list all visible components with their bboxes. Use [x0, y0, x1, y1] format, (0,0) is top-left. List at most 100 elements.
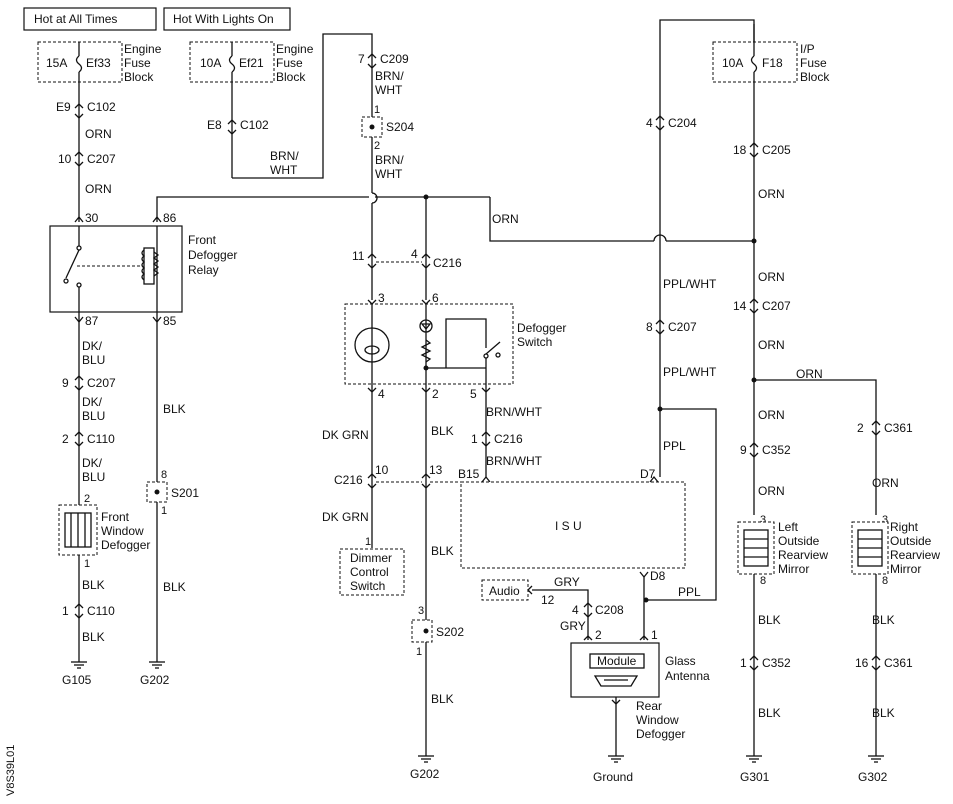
connector-d8: D8 [650, 569, 666, 583]
wire-brn-wht-2a: BRN/ [375, 69, 404, 83]
wire-orn-6: ORN [796, 367, 823, 381]
left-mirror-label-2: Outside [778, 534, 820, 548]
pin-c207-10: 10 [58, 152, 72, 166]
relay-label-1: Front [188, 233, 217, 247]
pin-relay-30: 30 [85, 211, 99, 225]
fuse-ef21-block-line1: Engine [276, 42, 314, 56]
wire-brn-wht-1b: WHT [270, 163, 298, 177]
splice-s202-dot [423, 628, 429, 634]
glass-antenna-unit [570, 642, 660, 698]
pin-c216-13: 13 [429, 463, 443, 477]
pin-defogger-2: 2 [84, 493, 90, 505]
dimmer-control-switch [339, 548, 405, 596]
connector-c361-b: C361 [884, 656, 913, 670]
wire-blk-11: BLK [872, 706, 895, 720]
wire-gry-1: GRY [554, 575, 580, 589]
fuse-f18-block-line3: Block [800, 70, 830, 84]
wire-orn-3: ORN [758, 187, 785, 201]
connector-c207-d: C207 [762, 299, 791, 313]
pin-c209-7: 7 [358, 52, 365, 66]
pin-antenna-2: 2 [595, 628, 602, 642]
pin-left-mirror-8: 8 [760, 575, 766, 587]
hot-at-all-times-label: Hot at All Times [34, 12, 117, 26]
pin-s204-1: 1 [374, 104, 380, 116]
splice-s202-label: S202 [436, 625, 464, 639]
dimmer-label-2: Control [350, 565, 389, 579]
pin-c216-10: 10 [375, 463, 389, 477]
connector-c216-b: C216 [334, 473, 363, 487]
pin-c207-9: 9 [62, 376, 69, 390]
left-mirror-label-1: Left [778, 520, 799, 534]
pin-s202-1: 1 [416, 646, 422, 658]
wire-ppl-1: PPL [663, 439, 686, 453]
defogger-switch-label-1: Defogger [517, 321, 566, 335]
fuse-f18-rating: 10A [722, 56, 743, 70]
fuse-ef21-name: Ef21 [239, 56, 264, 70]
switch-led-icon [419, 319, 433, 333]
diagram-code: V8S39L01 [5, 745, 17, 796]
wire-orn-9: ORN [872, 476, 899, 490]
hot-at-all-times-box [23, 7, 157, 31]
wire-blu-2: BLU [82, 409, 105, 423]
right-mirror-label-1: Right [890, 520, 919, 534]
pin-defogger-1: 1 [84, 558, 90, 570]
pin-relay-86: 86 [163, 211, 177, 225]
wire-dk-grn-2: DK GRN [322, 510, 369, 524]
wire-blk-1: BLK [82, 578, 105, 592]
wire-brn-wht-3a: BRN/ [375, 153, 404, 167]
pin-switch-4: 4 [378, 387, 385, 401]
ground-label: Ground [593, 770, 633, 784]
fuse-f18-icon [750, 55, 758, 73]
connector-d7: D7 [640, 467, 656, 481]
wire-blk-8: BLK [758, 613, 781, 627]
wire-orn-bus: ORN [492, 212, 519, 226]
fuse-ef21-block-line3: Block [276, 70, 306, 84]
right-mirror-label-2: Outside [890, 534, 932, 548]
wire-brn-wht-3b: WHT [375, 167, 403, 181]
ground-g202-a-label: G202 [140, 673, 170, 687]
isu-label: I S U [555, 519, 582, 533]
connector-c102-b: C102 [240, 118, 269, 132]
wire-dk-grn-1: DK GRN [322, 428, 369, 442]
pin-c207-8: 8 [646, 320, 653, 334]
wire-blk-6: BLK [431, 544, 454, 558]
wire-orn-2: ORN [85, 182, 112, 196]
connector-c205: C205 [762, 143, 791, 157]
right-mirror-label-4: Mirror [890, 562, 921, 576]
fuse-f18-block [712, 41, 798, 83]
isu-module [460, 481, 686, 569]
connector-e9-pin: E9 [56, 100, 71, 114]
fuse-ef33-rating: 15A [46, 56, 67, 70]
splice-s202-box [411, 619, 433, 643]
front-window-defogger-label-1: Front [101, 510, 130, 524]
relay-label-2: Defogger [188, 248, 237, 262]
pin-c352-9: 9 [740, 443, 747, 457]
pin-left-mirror-3: 3 [760, 514, 766, 526]
relay-label-3: Relay [188, 263, 219, 277]
fuse-ef33-name: Ef33 [86, 56, 111, 70]
relay-coil [143, 247, 155, 285]
splice-s201-label: S201 [171, 486, 199, 500]
fuse-ef33-block [37, 41, 123, 83]
ground-g302-label: G302 [858, 770, 888, 784]
audio-label: Audio [489, 584, 520, 598]
dimmer-label-1: Dimmer [350, 551, 392, 565]
rear-window-defogger-icon [593, 675, 639, 687]
pin-antenna-1: 1 [651, 628, 658, 642]
ground-g105-icon [71, 661, 87, 669]
wire-brn-wht-4: BRN/WHT [486, 405, 543, 419]
connector-c207-a: C207 [87, 152, 116, 166]
connector-c216-c: C216 [494, 432, 523, 446]
pin-c216-11: 11 [352, 249, 365, 263]
defogger-switch-label-2: Switch [517, 335, 552, 349]
pin-switch-6: 6 [432, 291, 439, 305]
pin-c110-1: 1 [62, 604, 69, 618]
wire-blk-2: BLK [82, 630, 105, 644]
pin-dimmer-1: 1 [365, 536, 371, 548]
right-mirror-label-3: Rearview [890, 548, 940, 562]
dimmer-label-3: Switch [350, 579, 385, 593]
wire-ppl-wht-2: PPL/WHT [663, 365, 717, 379]
relay-coil-icon [141, 249, 146, 281]
antenna-module-box [589, 653, 645, 669]
glass-antenna-label-2: Antenna [665, 669, 710, 683]
